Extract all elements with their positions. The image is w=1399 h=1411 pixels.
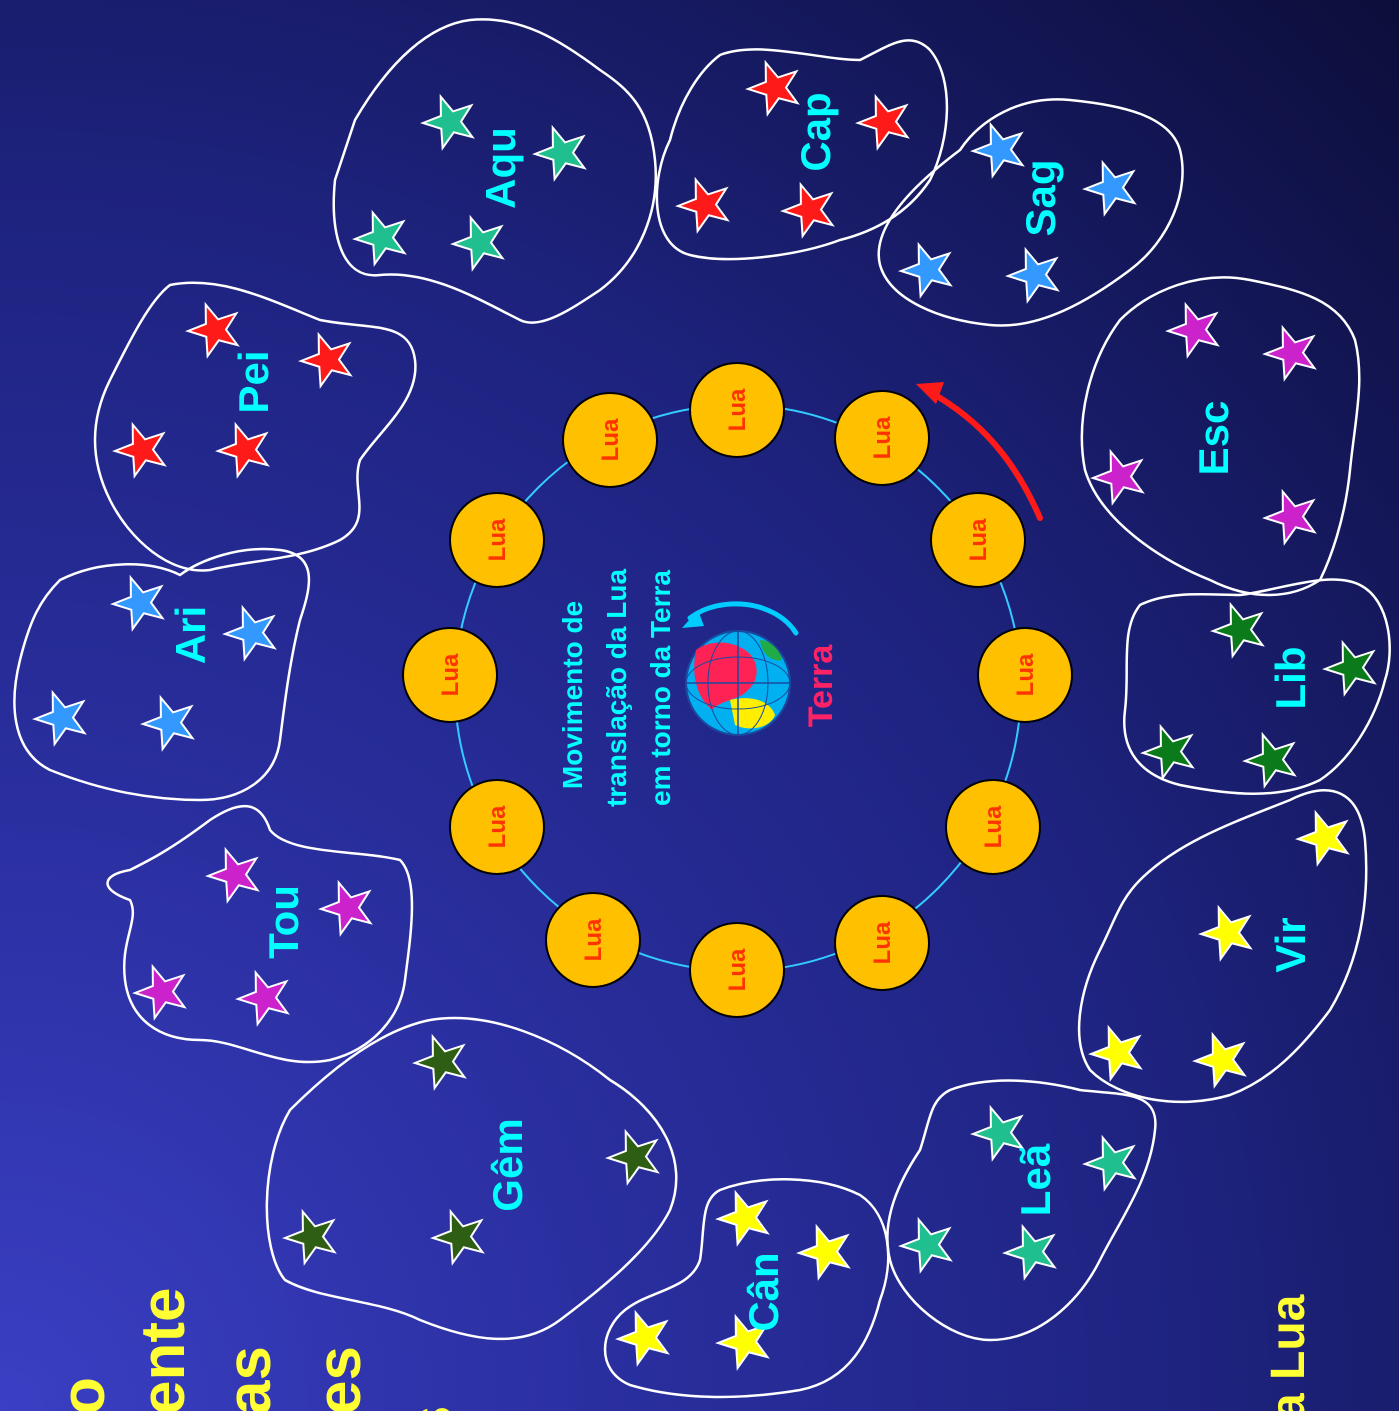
star-icon-gem-3	[433, 1212, 482, 1263]
earth-label: Terra	[802, 644, 840, 728]
outline-pei	[95, 283, 415, 571]
star-icon-vir-1	[1201, 908, 1250, 959]
star-icon-can-1	[799, 1227, 848, 1278]
constellation-label-tou: Tou	[260, 885, 307, 959]
star-icon-cap-2	[678, 180, 727, 231]
constellation-label-esc: Esc	[1190, 401, 1237, 476]
star-icon-pei-0	[188, 305, 237, 356]
moon-label-7: Lua	[580, 918, 607, 961]
constellation-label-gem: Gêm	[484, 1118, 531, 1211]
side-text-left-1: ente	[129, 1288, 198, 1411]
constellation-label-can: Cân	[740, 1252, 787, 1331]
constellation-label-sag: Sag	[1017, 159, 1064, 236]
star-icon-cap-3	[783, 185, 832, 236]
star-icon-ari-3	[143, 698, 192, 749]
star-icon-tou-3	[238, 973, 287, 1024]
moon-7: Lua	[546, 893, 640, 987]
earth-rotation-arrow	[682, 604, 796, 633]
star-icon-pei-1	[301, 335, 350, 386]
side-text-right: a Lua	[1262, 1294, 1315, 1411]
moon-1: Lua	[835, 391, 929, 485]
star-icon-aqu-1	[535, 128, 584, 179]
side-text-left-0: o	[49, 1377, 118, 1411]
center-text-line3: em torno da Terra	[645, 570, 676, 806]
star-icon-pei-2	[115, 425, 164, 476]
star-icon-gem-1	[608, 1132, 657, 1183]
star-icon-lib-2	[1143, 727, 1192, 778]
moon-label-11: Lua	[597, 418, 624, 461]
star-icon-aqu-0	[423, 97, 472, 148]
star-icon-lib-0	[1213, 605, 1262, 656]
constellation-label-aqu: Aqu	[477, 127, 524, 209]
star-icon-vir-3	[1195, 1035, 1244, 1086]
star-icon-sag-1	[1085, 163, 1134, 214]
star-icon-can-2	[618, 1313, 667, 1364]
earth-globe-icon	[686, 631, 790, 735]
star-icon-sag-0	[973, 125, 1022, 176]
moon-5: Lua	[835, 896, 929, 990]
moon-label-0: Lua	[724, 388, 751, 431]
star-icon-esc-1	[1265, 328, 1314, 379]
star-icon-gem-0	[415, 1037, 464, 1088]
star-icon-tou-1	[321, 883, 370, 934]
star-icon-tou-2	[135, 967, 184, 1018]
moon-label-2: Lua	[965, 518, 992, 561]
star-icon-ari-0	[113, 578, 162, 629]
star-icon-gem-2	[285, 1212, 334, 1263]
center-text-line2: translação da Lua	[601, 569, 632, 808]
star-icon-aqu-3	[453, 218, 502, 269]
constellation-label-ari: Ari	[167, 606, 214, 664]
moon-6: Lua	[690, 923, 784, 1017]
side-text-left: o ente as es s	[49, 1288, 466, 1411]
star-icon-cap-0	[748, 63, 797, 114]
moon-0: Lua	[690, 363, 784, 457]
star-icon-vir-2	[1091, 1028, 1140, 1079]
side-text-left-2: as	[215, 1346, 284, 1411]
star-icon-esc-3	[1265, 492, 1314, 543]
moon-label-4: Lua	[980, 805, 1007, 848]
constellation-label-pei: Pei	[230, 350, 277, 413]
moon-3: Lua	[978, 628, 1072, 722]
star-icon-tou-0	[208, 850, 257, 901]
moon-label-8: Lua	[484, 805, 511, 848]
star-icon-cap-1	[858, 97, 907, 148]
star-icon-ari-1	[225, 608, 274, 659]
moon-10: Lua	[450, 493, 544, 587]
moon-9: Lua	[403, 628, 497, 722]
star-icon-ari-2	[35, 693, 84, 744]
star-icon-lea-1	[1085, 1138, 1134, 1189]
star-icon-vir-0	[1298, 813, 1347, 864]
star-icon-lea-3	[1005, 1227, 1054, 1278]
moon-label-3: Lua	[1012, 653, 1039, 696]
moon-label-10: Lua	[484, 518, 511, 561]
outline-gem	[267, 1018, 676, 1339]
star-icon-aqu-2	[355, 213, 404, 264]
star-icon-esc-0	[1168, 305, 1217, 356]
moon-label-6: Lua	[724, 948, 751, 991]
star-icon-lib-1	[1325, 643, 1374, 694]
side-text-left-3: es	[305, 1346, 374, 1411]
moon-8: Lua	[450, 780, 544, 874]
star-icon-esc-2	[1093, 452, 1142, 503]
center-text-line1: Movimento de	[557, 601, 588, 789]
star-icon-lib-3	[1245, 735, 1294, 786]
moon-4: Lua	[946, 780, 1040, 874]
moon-2: Lua	[931, 493, 1025, 587]
moon-label-5: Lua	[869, 921, 896, 964]
moon-label-9: Lua	[437, 653, 464, 696]
constellation-label-lib: Lib	[1267, 647, 1314, 710]
constellation-label-lea: Leã	[1012, 1143, 1059, 1216]
constellation-label-vir: Vir	[1267, 917, 1314, 972]
moon-11: Lua	[563, 393, 657, 487]
constellation-label-cap: Cap	[792, 92, 839, 171]
side-text-left-4: s	[397, 1406, 466, 1411]
star-icon-sag-2	[901, 245, 950, 296]
star-icon-pei-3	[218, 425, 267, 476]
star-icon-sag-3	[1008, 250, 1057, 301]
star-icon-lea-2	[901, 1220, 950, 1271]
moon-label-1: Lua	[869, 416, 896, 459]
star-icon-can-0	[718, 1193, 767, 1244]
